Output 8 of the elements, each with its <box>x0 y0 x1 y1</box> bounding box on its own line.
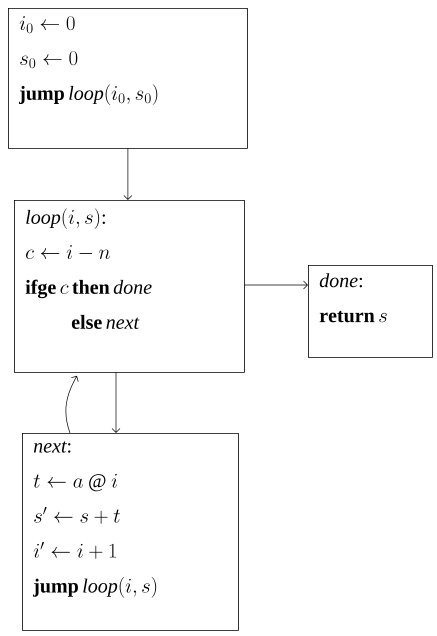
arrow <box>66 376 79 434</box>
arrow <box>244 280 308 290</box>
code-block-box: $\mathit{done}\textup{:}$ $\mathbf{return}\,s$ <box>308 265 433 358</box>
code-block-box: $i_0 \leftarrow 0$ $s_0 \leftarrow 0$ $\mathbf{jump}\,\mathit{loop}(i_0, s_0)$ <box>8 8 248 149</box>
arrow <box>124 148 132 200</box>
arrow <box>112 372 120 433</box>
code-block-box: $\mathit{loop}(i, s)\textup{:}$ $c \leftarrow i - n$ $\mathbf{ifge}\,c\,\mathbf{then}\,\mathit{done}$ $\mathbf{else}\,\mathit{next}$ <box>14 200 245 373</box>
code-block-box: $\mathit{next}\textup{:}$ $t \leftarrow a \mathbin{@} i$ $s' \leftarrow s + t$ $i' \leftarrow i + 1$ $\mathbf{jump}\,\mathit{loop}(i, s)$ <box>22 433 239 631</box>
